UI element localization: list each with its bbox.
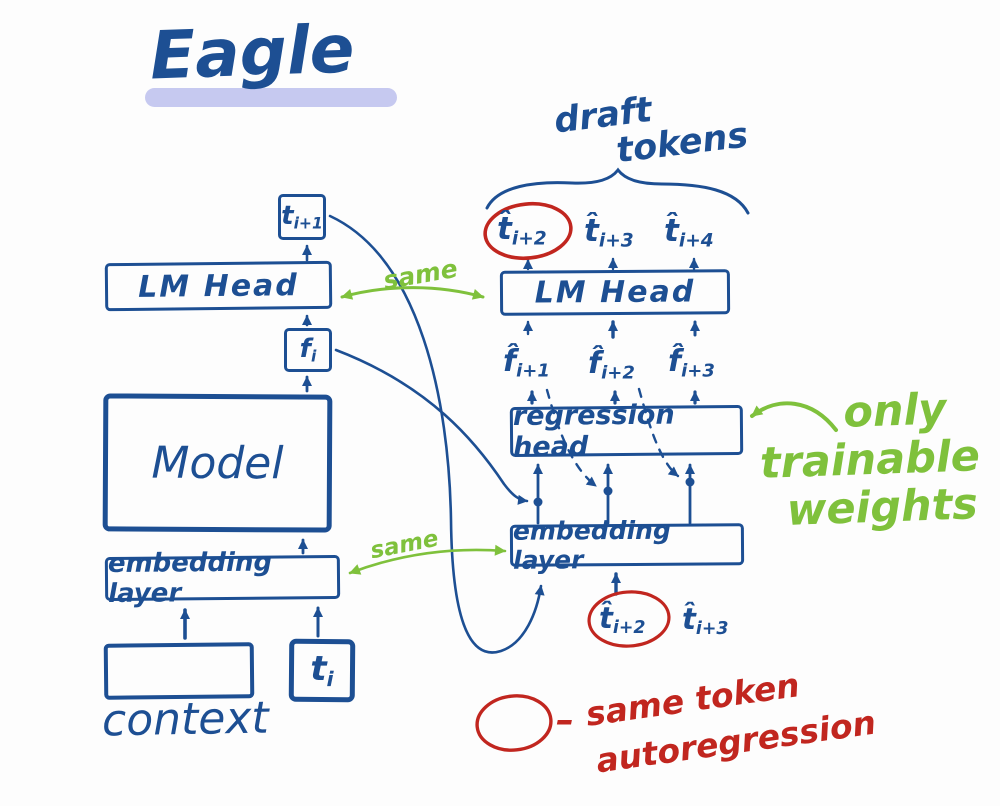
title-highlight [145,88,397,107]
curve-fi-to-concat [334,348,529,505]
legend-oval [475,694,553,752]
context-label: context [101,692,270,747]
token-out-1: t̂i+2 [497,211,547,250]
only-trainable-arrow [750,401,838,432]
token-in-1: t̂i+2 [599,601,646,639]
feature-1: f̂i+1 [503,344,550,382]
t-next-label: ti+1 [281,201,323,233]
t-i-label: ti [310,649,334,692]
lm-head-box-target: LM Head [104,260,333,312]
model-label: Model [151,437,284,489]
embedding-label-draft: embedding layer [512,515,671,575]
concat-dot-1 [533,497,543,507]
lm-head-label-draft: LM Head [534,274,696,311]
legend-dash: – [556,700,574,741]
embedding-box-target: embedding layer [104,548,341,609]
t-next-box: ti+1 [278,194,326,240]
lm-head-label-target: LM Head [138,267,299,305]
only-trainable-line1: only [842,384,948,438]
lm-head-box-draft: LM Head [499,269,731,316]
embedding-label-target: embedding layer [107,547,273,609]
regression-head-label: regression head [512,399,675,463]
feature-2: f̂i+2 [588,346,635,384]
concat-dot-3 [685,477,695,487]
same-arrow-bottom [348,544,507,575]
page-title: Eagle [148,10,356,95]
f-label: fi [299,334,317,366]
t-i-box: ti [288,638,356,703]
dashed-f1-to-concat2 [545,388,598,488]
f-box: fi [284,328,332,372]
only-trainable-note: only trainable weights [743,384,998,537]
feature-3: f̂i+3 [668,344,715,382]
token-out-2: t̂i+3 [584,213,634,252]
concat-dot-2 [603,486,613,496]
draft-tokens-brace [485,167,750,215]
context-box [103,642,255,700]
embedding-box-draft: embedding layer [509,516,745,575]
token-in-2: t̂i+3 [682,602,729,640]
dashed-f2-to-concat3 [637,387,680,478]
token-out-3: t̂i+4 [664,213,714,252]
same-arrow-top [340,286,485,300]
model-box: Model [102,393,333,533]
red-circle-top-token [483,201,573,261]
only-trainable-line3: weights [785,479,979,537]
red-circle-bottom-token [587,590,671,648]
regression-head-box: regression head [509,400,744,463]
